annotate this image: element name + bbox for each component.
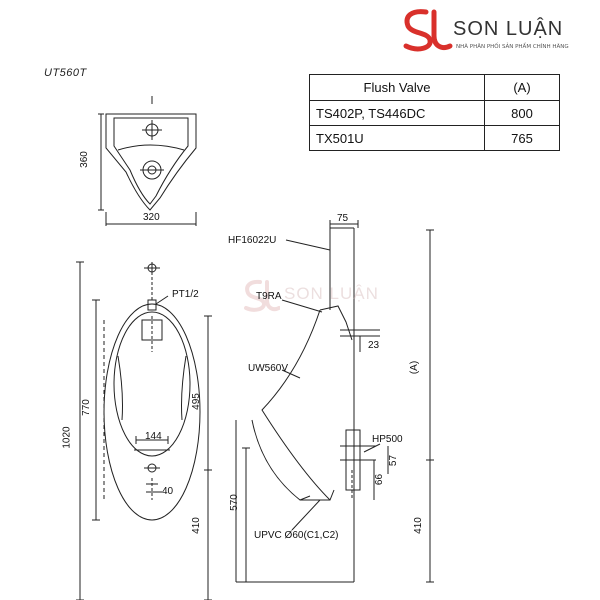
table-cell-a: 765: [484, 125, 560, 151]
watermark-logo-icon: [244, 279, 281, 312]
dim-front-410: 410: [190, 517, 202, 534]
table-cell-valve: TX501U: [309, 125, 485, 151]
label-hp: HP500: [372, 434, 403, 445]
dim-side-23: 23: [368, 340, 380, 351]
top-view: [98, 96, 197, 226]
dim-front-144: 144: [145, 431, 162, 442]
dim-front-495: 495: [190, 393, 202, 410]
side-view: [155, 220, 434, 583]
label-pt: PT1/2: [172, 289, 199, 300]
label-t9ra: T9RA: [256, 291, 282, 302]
logo-tagline: NHÀ PHÂN PHỐI SẢN PHẨM CHÍNH HÃNG: [456, 44, 569, 50]
front-view: [76, 261, 212, 600]
label-hf: HF16022U: [228, 235, 277, 246]
table-cell-valve: TS402P, TS446DC: [309, 100, 485, 126]
dim-top-width: 320: [143, 212, 160, 223]
dim-side-570: 570: [228, 494, 240, 511]
dim-side-a: (A): [409, 360, 421, 375]
dim-top-height: 360: [78, 151, 90, 168]
watermark-brand: SON LUẬN: [284, 284, 379, 303]
dim-front-1020: 1020: [61, 426, 73, 449]
logo-brand-name: SON LUẬN: [453, 18, 564, 40]
logo-mark-icon: [403, 9, 453, 52]
dim-side-410: 410: [412, 517, 424, 534]
dim-front-40: 40: [162, 486, 174, 497]
label-upvc: UPVC Ø60(C1,C2): [254, 530, 339, 541]
watermark: SON LUẬN: [240, 278, 380, 318]
brand-logo: SON LUẬN NHÀ PHÂN PHỐI SẢN PHẨM CHÍNH HÃ…: [398, 6, 598, 56]
label-uw: UW560V: [248, 363, 289, 374]
dim-side-57: 57: [388, 454, 400, 467]
dim-side-75: 75: [337, 213, 349, 224]
table-row: TX501U 765: [309, 125, 560, 151]
flush-valve-table: Flush Valve (A) TS402P, TS446DC 800 TX50…: [309, 74, 560, 151]
dim-front-770: 770: [80, 399, 92, 416]
model-code: UT560T: [44, 67, 87, 79]
dim-side-66: 66: [374, 473, 386, 486]
